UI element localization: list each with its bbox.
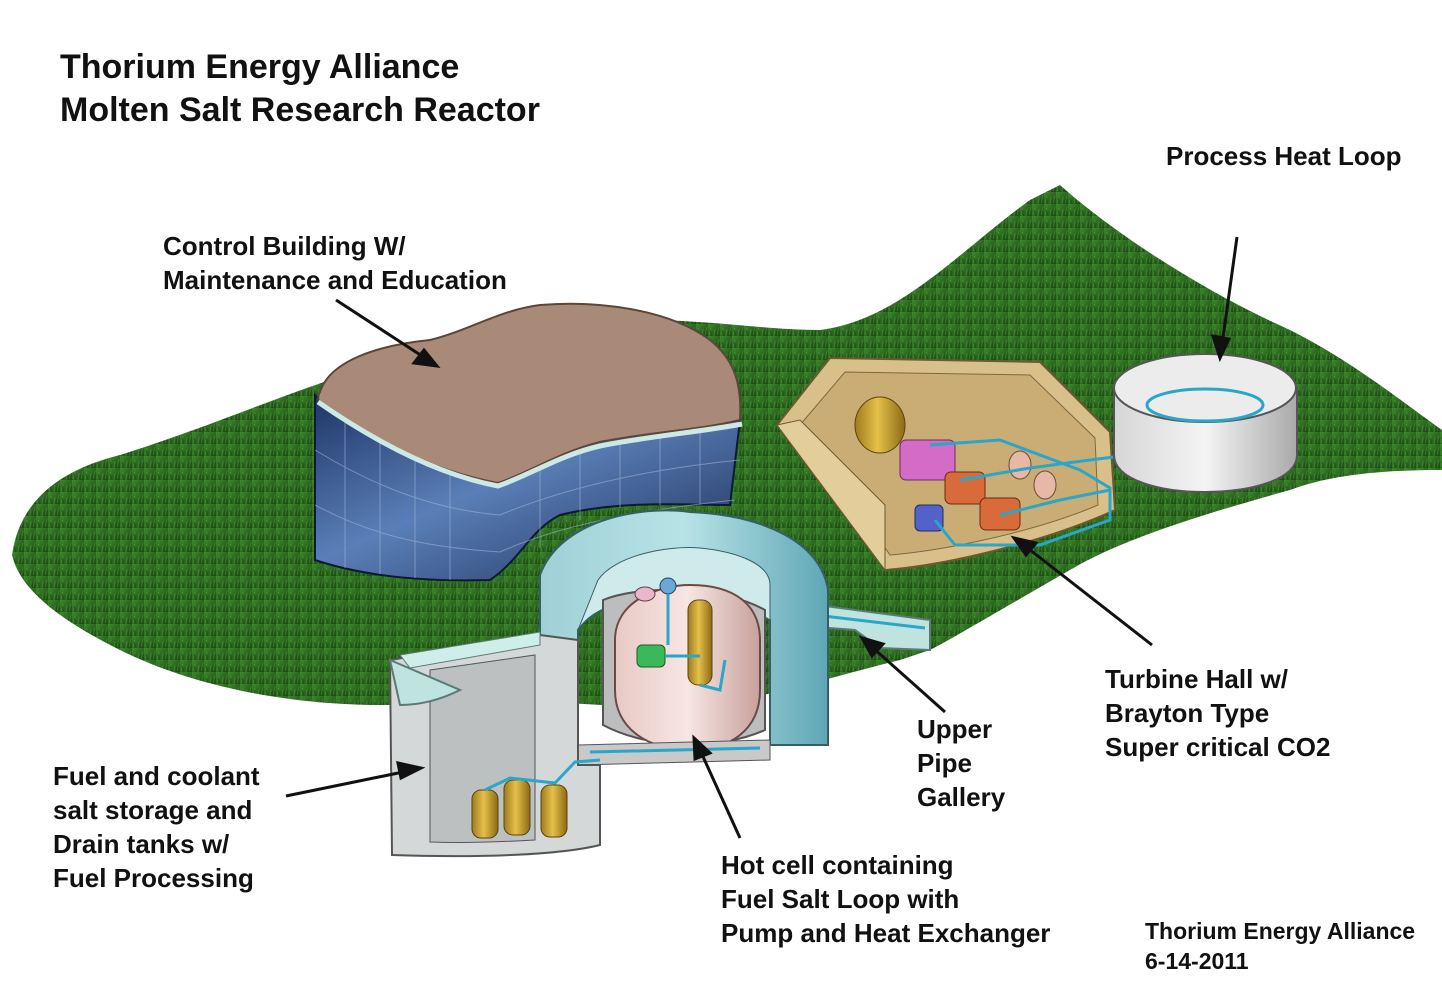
turbine-generator	[854, 396, 906, 454]
page-title: Thorium Energy Alliance Molten Salt Rese…	[60, 48, 540, 129]
label-control-building: Control Building W/ Maintenance and Educ…	[163, 231, 507, 295]
drain-tank-3	[540, 784, 568, 838]
label-fuel-storage: Fuel and coolant salt storage and Drain …	[53, 761, 260, 893]
recuperator-2	[1033, 470, 1057, 500]
turbine-hall	[775, 356, 1131, 572]
hot-cell	[539, 509, 829, 752]
label-process-heat-loop: Process Heat Loop	[1166, 141, 1402, 171]
credit-block: Thorium Energy Alliance 6-14-2011	[1145, 916, 1415, 976]
pump-blue	[914, 504, 944, 532]
compressor-magenta	[899, 439, 956, 481]
process-heat-loop-ring	[1113, 353, 1298, 494]
fuel-storage-pit	[388, 631, 601, 858]
drain-tank-1	[471, 789, 499, 839]
label-hot-cell: Hot cell containing Fuel Salt Loop with …	[721, 850, 1051, 948]
credit-date: 6-14-2011	[1145, 948, 1249, 974]
turbine-hall-piping	[929, 438, 1131, 547]
fuel-salt-pump	[636, 644, 666, 668]
heat-exchanger-orange-1	[944, 471, 986, 505]
fuel-salt-heat-exchanger	[687, 599, 713, 686]
credit-org: Thorium Energy Alliance	[1145, 918, 1416, 944]
drain-tank-2	[503, 779, 531, 836]
label-turbine-hall: Turbine Hall w/ Brayton Type Super criti…	[1105, 664, 1331, 762]
label-upper-pipe-gallery: Upper Pipe Gallery	[917, 714, 1006, 812]
recuperator-1	[1008, 450, 1032, 480]
